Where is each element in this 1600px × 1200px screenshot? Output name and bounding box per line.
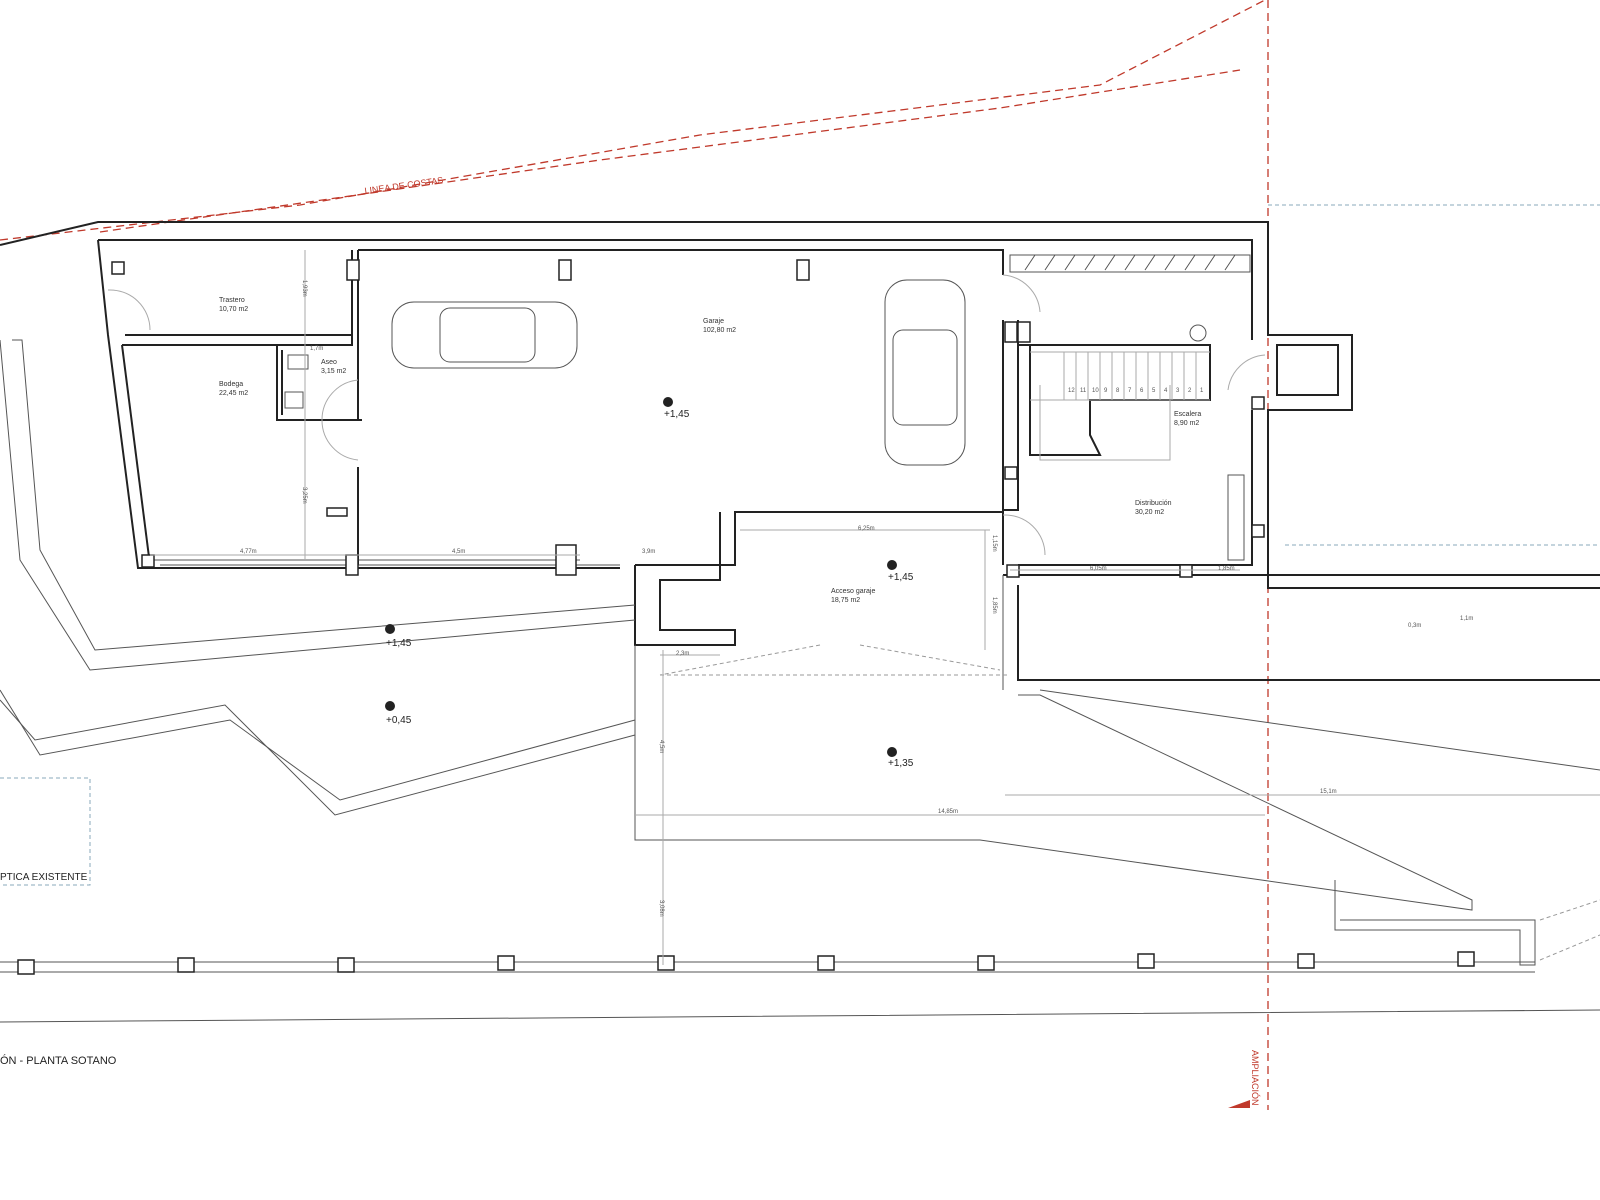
svg-text:8: 8 <box>1116 388 1120 394</box>
svg-text:+1,45: +1,45 <box>386 638 412 649</box>
svg-text:7: 7 <box>1128 388 1132 394</box>
plan-title: ÓN - PLANTA SOTANO <box>0 1054 117 1067</box>
room-name-escalera: Escalera <box>1174 411 1201 418</box>
level-marker: +1,45 <box>385 624 412 649</box>
room-area-escalera: 8,90 m2 <box>1174 420 1199 427</box>
counter-icon <box>1227 474 1245 561</box>
svg-text:+1,45: +1,45 <box>664 409 690 420</box>
dimension-label: 1,7m <box>310 346 323 352</box>
room-name-garaje: Garaje <box>703 318 724 325</box>
svg-text:4: 4 <box>1164 388 1168 394</box>
level-marker: +1,35 <box>887 747 914 769</box>
dimension-label: 3,25m <box>301 487 307 504</box>
dimension-label: 4,5m <box>452 549 465 555</box>
dimension-label: 4,77m <box>240 549 257 555</box>
column-round-icon <box>1189 324 1207 342</box>
svg-text:11: 11 <box>1080 388 1087 394</box>
dimension-label: 1,85m <box>991 597 997 614</box>
stair-step-numbers: 12 11 10 9 8 7 6 5 4 3 2 1 <box>1068 388 1204 394</box>
room-area-bodega: 22,45 m2 <box>219 390 248 397</box>
room-area-trastero: 10,70 m2 <box>219 306 248 313</box>
existing-label: PTICA EXISTENTE <box>0 872 88 883</box>
svg-text:5: 5 <box>1152 388 1156 394</box>
svg-text:+1,35: +1,35 <box>888 758 914 769</box>
dimension-label: 3,9m <box>642 549 655 555</box>
door-swings <box>107 274 1266 556</box>
staircase <box>1030 351 1210 461</box>
level-marker: +0,45 <box>385 701 412 726</box>
room-name-aseo: Aseo <box>321 359 337 366</box>
level-marker: +1,45 <box>887 560 914 583</box>
svg-text:2: 2 <box>1188 388 1192 394</box>
dimension-label: 1,15m <box>991 535 997 552</box>
columns <box>111 259 1265 578</box>
dimension-label: 3,08m <box>658 900 664 917</box>
room-name-distribucion: Distribución <box>1135 500 1172 507</box>
dimension-label: 6,25m <box>858 526 875 532</box>
svg-text:1: 1 <box>1200 388 1204 394</box>
level-marker: +1,45 <box>663 397 690 420</box>
svg-text:3: 3 <box>1176 388 1180 394</box>
dimension-label: 14,85m <box>938 809 958 815</box>
room-area-garaje: 102,80 m2 <box>703 327 736 334</box>
building-walls <box>0 221 1600 690</box>
dimension-label: 2,3m <box>676 651 689 657</box>
svg-text:6: 6 <box>1140 388 1144 394</box>
svg-text:9: 9 <box>1104 388 1108 394</box>
room-name-acceso-garaje: Acceso garaje <box>831 588 875 595</box>
svg-text:12: 12 <box>1068 388 1075 394</box>
svg-text:+0,45: +0,45 <box>386 715 412 726</box>
extension-label: AMPLIACIÓN <box>1250 1050 1260 1106</box>
dimension-label: 15,1m <box>1320 789 1337 795</box>
dimension-label: 1,1m <box>1460 616 1473 622</box>
svg-text:10: 10 <box>1092 388 1099 394</box>
car-icon <box>884 279 966 466</box>
extension-arrow-icon <box>1228 1100 1250 1108</box>
room-area-aseo: 3,15 m2 <box>321 368 346 375</box>
coast-line-label: LINEA DE COSTAS <box>364 175 444 196</box>
terrace-outlines <box>0 339 1600 1023</box>
room-name-trastero: Trastero <box>219 297 245 304</box>
dimension-label: 1,93m <box>301 280 307 297</box>
coast-line <box>0 0 1266 241</box>
dimension-label: 4,5m <box>658 740 664 753</box>
svg-text:+1,45: +1,45 <box>888 572 914 583</box>
fence-posts <box>17 951 1475 975</box>
dimension-label: 0,3m <box>1408 623 1421 629</box>
room-area-distribucion: 30,20 m2 <box>1135 509 1164 516</box>
sink-icon <box>284 391 304 409</box>
dimension-label: 1,85m <box>1218 566 1235 572</box>
car-icon <box>391 301 578 369</box>
toilet-icon <box>287 354 309 370</box>
room-name-bodega: Bodega <box>219 381 243 388</box>
dimension-label: 6,05m <box>1090 566 1107 572</box>
room-area-acceso-garaje: 18,75 m2 <box>831 597 860 604</box>
